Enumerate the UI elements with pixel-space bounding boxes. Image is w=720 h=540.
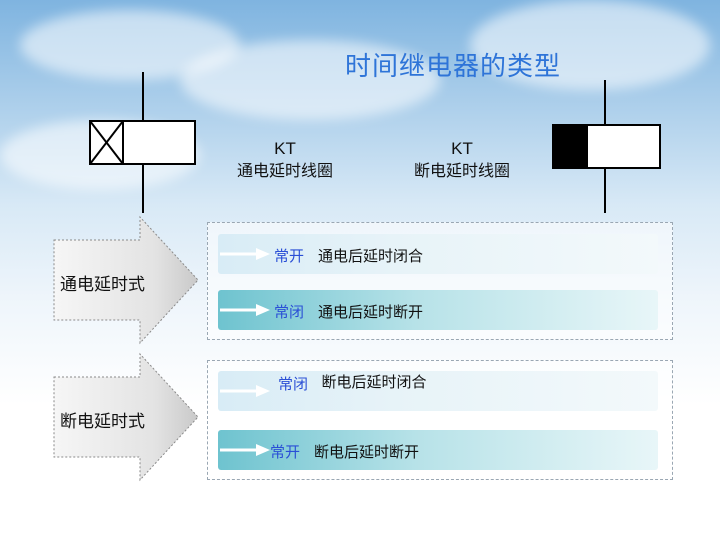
row-desc-label: 断电后延时断开 — [314, 443, 420, 461]
group-on-delay-arrow: 通电延时式 — [52, 215, 202, 349]
group-off-delay-arrow: 断电延时式 — [52, 352, 202, 486]
on-delay-coil-name: 通电延时线圈 — [236, 161, 333, 180]
row-type-label: 常开 — [270, 443, 301, 461]
row-off-delay-nc: 常闭 断电后延时闭合 — [218, 371, 658, 411]
group-on-delay-label: 通电延时式 — [60, 275, 145, 295]
row-type-label: 常闭 — [274, 303, 305, 321]
off-delay-coil-name: 断电延时线圈 — [413, 161, 510, 180]
row-type-label: 常闭 — [278, 375, 309, 393]
row-on-delay-no: 常开 通电后延时闭合 — [218, 234, 658, 274]
on-delay-coil-symbol — [89, 72, 196, 213]
on-delay-coil-label: KT 通电延时线圈 — [215, 138, 355, 182]
row-desc-label: 断电后延时闭合 — [321, 373, 427, 391]
off-delay-coil-code: KT — [451, 139, 473, 158]
row-off-delay-no: 常开 断电后延时断开 — [218, 430, 658, 470]
group-off-delay-label: 断电延时式 — [60, 412, 145, 432]
on-delay-coil-code: KT — [274, 139, 296, 158]
row-desc-label: 通电后延时断开 — [318, 303, 424, 321]
off-delay-coil-label: KT 断电延时线圈 — [392, 138, 532, 182]
page-title: 时间继电器的类型 — [345, 52, 562, 82]
row-desc-label: 通电后延时闭合 — [318, 247, 424, 265]
row-on-delay-nc: 常闭 通电后延时断开 — [218, 290, 658, 330]
row-type-label: 常开 — [274, 247, 305, 265]
off-delay-coil-symbol — [552, 80, 661, 213]
